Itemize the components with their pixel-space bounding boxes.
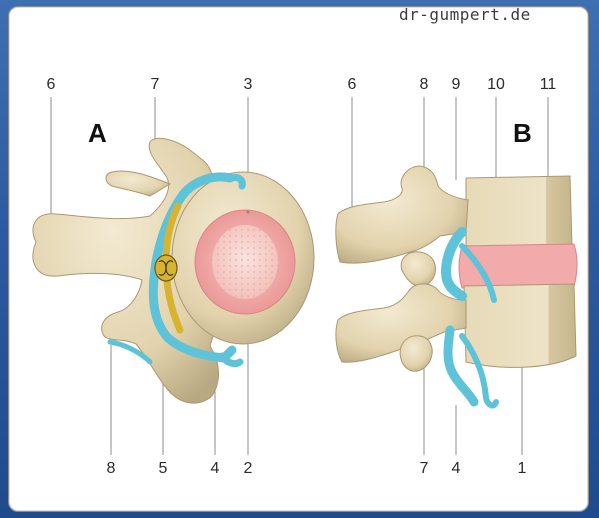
label-b-1: 1: [507, 460, 537, 478]
label-b-8: 8: [409, 76, 439, 94]
label-b-7: 7: [409, 460, 439, 478]
label-a-5: 5: [148, 460, 178, 478]
label-a-4: 4: [200, 460, 230, 478]
spinal-cord: [155, 255, 177, 281]
vertebra-top-view: [33, 97, 314, 455]
label-a-6: 6: [36, 76, 66, 94]
label-b-10: 10: [481, 76, 511, 94]
label-b-9: 9: [441, 76, 471, 94]
label-a-2: 2: [233, 460, 263, 478]
view-label-b: B: [513, 118, 532, 149]
label-a-3: 3: [233, 76, 263, 94]
view-label-a: A: [88, 118, 107, 149]
label-b-11: 11: [533, 76, 563, 94]
label-b-4: 4: [441, 460, 471, 478]
vertebrae-side-view: [336, 97, 577, 455]
label-a-8: 8: [96, 460, 126, 478]
label-a-7: 7: [140, 76, 170, 94]
label-b-6: 6: [337, 76, 367, 94]
